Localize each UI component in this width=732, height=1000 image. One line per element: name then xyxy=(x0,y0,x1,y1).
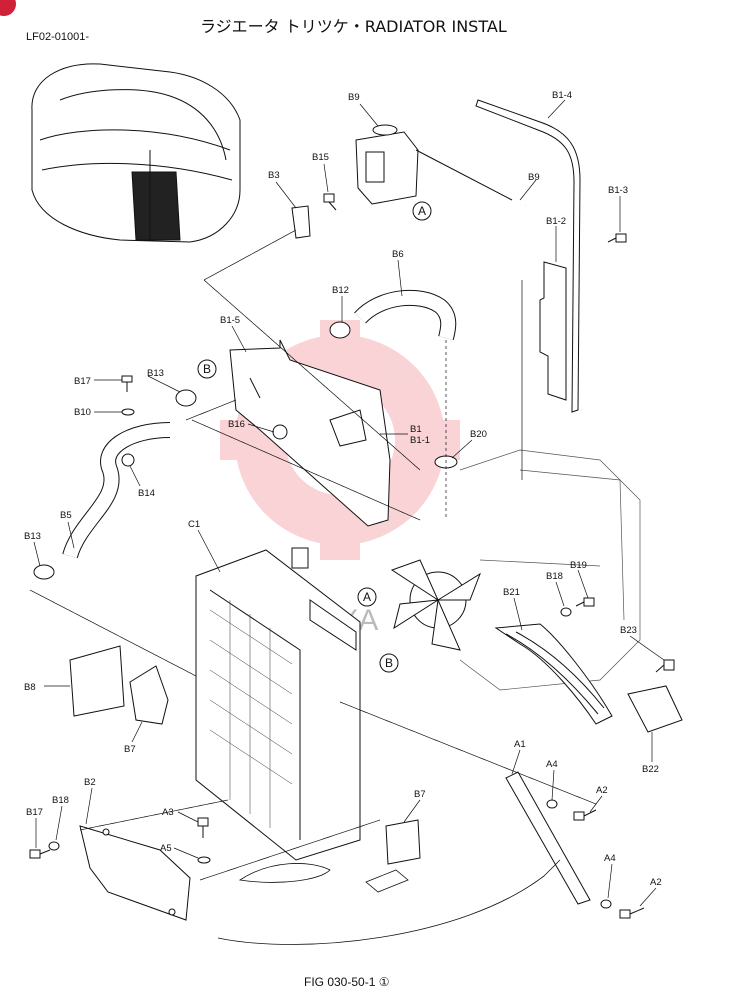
label-b6: B6 xyxy=(392,249,404,260)
diagram-code: LF02-01001- xyxy=(26,31,89,43)
nut-b16 xyxy=(272,424,288,440)
bracket-b1-2 xyxy=(539,261,567,401)
stay-bar-b1-4 xyxy=(475,99,581,413)
bolt-b1-3 xyxy=(607,233,627,243)
label-b20: B20 xyxy=(470,429,487,440)
engine-hood-illustration xyxy=(31,63,241,243)
washer-a4-top xyxy=(546,799,558,809)
label-b7-bottom: B7 xyxy=(414,789,426,800)
page-badge: 10 xyxy=(0,0,16,16)
svg-text:B: B xyxy=(203,362,211,376)
svg-text:A: A xyxy=(363,590,371,604)
sponge-b7-left xyxy=(129,665,169,725)
bolt-b17-top xyxy=(121,375,133,392)
label-b18-right: B18 xyxy=(546,571,563,582)
callout-a-upper: A xyxy=(412,201,432,221)
page-badge-number: 10 xyxy=(0,0,6,2)
sponge-b8 xyxy=(69,645,125,717)
bolt-b17-bottom xyxy=(29,849,51,859)
assembly-lines xyxy=(29,229,597,881)
washer-b18-bottom xyxy=(48,841,60,851)
label-c1: C1 xyxy=(188,519,200,530)
label-b1-4: B1-4 xyxy=(552,90,572,101)
washer-b10 xyxy=(121,408,135,416)
clamp-b13-top xyxy=(175,389,197,407)
label-b2: B2 xyxy=(84,777,96,788)
frame-base xyxy=(217,859,561,945)
label-b18-bottom: B18 xyxy=(52,795,69,806)
bolt-a2-top xyxy=(573,809,597,821)
label-b13-top: B13 xyxy=(147,368,164,379)
label-b19: B19 xyxy=(570,560,587,571)
label-b13-left: B13 xyxy=(24,531,41,542)
clamp-b13-left xyxy=(33,564,55,580)
sponge-b7-bottom xyxy=(385,819,421,865)
label-b12: B12 xyxy=(332,285,349,296)
radiator-c1 xyxy=(195,547,361,861)
label-b10: B10 xyxy=(74,407,91,418)
sponge-b22 xyxy=(627,685,683,733)
label-a5: A5 xyxy=(160,843,172,854)
label-a4-top: A4 xyxy=(546,759,558,770)
svg-text:A: A xyxy=(418,204,426,218)
bolt-a2-bottom xyxy=(619,907,645,919)
bolt-b23 xyxy=(655,659,675,673)
part-labels: B9 B1-4 B15 B9 B3 B1-3 B1-2 B6 B12 B1-5 … xyxy=(24,90,662,888)
clamp-b14 xyxy=(121,453,135,467)
callout-a-lower: A xyxy=(357,587,377,607)
label-b9-hose: B9 xyxy=(528,172,540,183)
bolt-b15 xyxy=(323,193,337,211)
label-b17-top: B17 xyxy=(74,376,91,387)
lower-hose-b5 xyxy=(62,422,171,559)
label-b22: B22 xyxy=(642,764,659,775)
cooling-fan xyxy=(390,559,481,651)
label-leaders xyxy=(33,99,665,907)
reserve-tank xyxy=(355,124,419,205)
label-b23: B23 xyxy=(620,625,637,636)
overflow-hose xyxy=(415,149,528,239)
label-b5: B5 xyxy=(60,510,72,521)
label-a2-bottom: A2 xyxy=(650,877,662,888)
fan-shroud-b1 xyxy=(229,339,391,527)
clamp-b12 xyxy=(329,321,351,339)
label-b1-5: B1-5 xyxy=(220,315,240,326)
label-b1-1: B1-1 xyxy=(410,435,430,446)
diagram-title: ラジエータ トリツケ・RADIATOR INSTAL xyxy=(200,17,507,36)
label-b1-3: B1-3 xyxy=(608,185,628,196)
svg-text:B: B xyxy=(385,656,393,670)
callout-b-lower: B xyxy=(379,653,399,673)
label-b16: B16 xyxy=(228,419,245,430)
label-b15: B15 xyxy=(312,152,329,163)
label-a4-bottom: A4 xyxy=(604,853,616,864)
cap-b20 xyxy=(434,340,458,520)
label-b14: B14 xyxy=(138,488,155,499)
label-a3: A3 xyxy=(162,807,174,818)
label-b1: B1 xyxy=(410,424,422,435)
label-b1-2: B1-2 xyxy=(546,216,566,227)
upper-hose-b6 xyxy=(354,289,457,340)
washer-b18-right xyxy=(560,607,572,617)
washer-a5 xyxy=(197,856,211,864)
bolt-b19 xyxy=(575,597,595,607)
washer-a4-bottom xyxy=(600,899,612,909)
figure-number: FIG 030-50-1 ① xyxy=(304,975,390,989)
bolt-a3 xyxy=(197,817,209,838)
label-b3: B3 xyxy=(268,170,280,181)
label-a1: A1 xyxy=(514,739,526,750)
label-b9-tank: B9 xyxy=(348,92,360,103)
clip-b3 xyxy=(291,205,311,239)
engine-block-outline xyxy=(459,449,641,691)
bracket-b2 xyxy=(79,825,191,921)
belt-guard-b21 xyxy=(494,623,613,725)
label-b21: B21 xyxy=(503,587,520,598)
label-b7-left: B7 xyxy=(124,744,136,755)
callout-b-upper: B xyxy=(197,359,217,379)
label-a2-top: A2 xyxy=(596,785,608,796)
stay-a1 xyxy=(505,771,591,905)
label-b8: B8 xyxy=(24,682,36,693)
label-b17-bottom: B17 xyxy=(26,807,43,818)
